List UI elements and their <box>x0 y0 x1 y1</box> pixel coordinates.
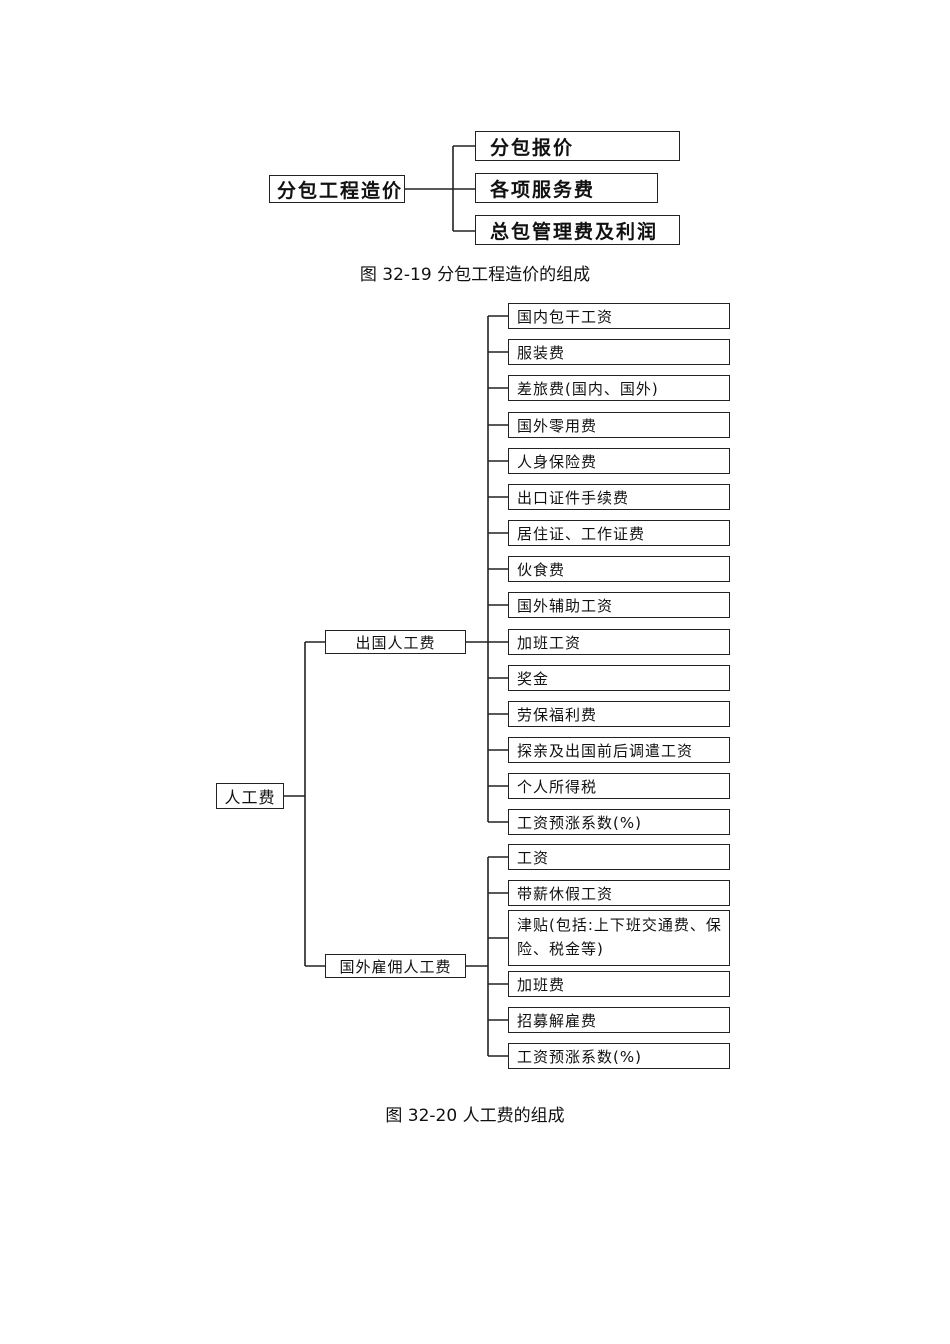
item-wage: 工资 <box>508 844 730 870</box>
item-domestic-wage: 国内包干工资 <box>508 303 730 329</box>
item-income-tax: 个人所得税 <box>508 773 730 799</box>
node-labor-cost: 人工费 <box>216 783 284 809</box>
item-welfare-fee: 劳保福利费 <box>508 701 730 727</box>
item-paid-leave-wage: 带薪休假工资 <box>508 880 730 906</box>
node-management-fee-profit: 总包管理费及利润 <box>475 215 680 245</box>
item-travel-fee: 差旅费(国内、国外) <box>508 375 730 401</box>
node-subcontract-cost: 分包工程造价 <box>269 175 405 203</box>
item-overseas-aux-wage: 国外辅助工资 <box>508 592 730 618</box>
node-abroad-labor: 出国人工费 <box>325 630 466 654</box>
item-allowance: 津贴(包括:上下班交通费、保险、税金等) <box>508 910 730 966</box>
item-overseas-allowance: 国外零用费 <box>508 412 730 438</box>
node-service-fees: 各项服务费 <box>475 173 658 203</box>
node-subcontract-quote: 分包报价 <box>475 131 680 161</box>
item-overtime-fee: 加班费 <box>508 971 730 997</box>
item-meal-fee: 伙食费 <box>508 556 730 582</box>
node-foreign-hire-labor: 国外雇佣人工费 <box>325 954 466 978</box>
item-home-leave-wage: 探亲及出国前后调遣工资 <box>508 737 730 763</box>
caption-fig-32-19: 图 32-19 分包工程造价的组成 <box>359 265 591 285</box>
item-overtime-wage: 加班工资 <box>508 629 730 655</box>
item-wage-escalation-2: 工资预涨系数(%) <box>508 1043 730 1069</box>
caption-fig-32-20: 图 32-20 人工费的组成 <box>385 1106 565 1126</box>
item-hire-dismiss-fee: 招募解雇费 <box>508 1007 730 1033</box>
item-bonus: 奖金 <box>508 665 730 691</box>
item-wage-escalation-1: 工资预涨系数(%) <box>508 809 730 835</box>
item-residence-permit-fee: 居住证、工作证费 <box>508 520 730 546</box>
item-exit-document-fee: 出口证件手续费 <box>508 484 730 510</box>
item-personal-insurance: 人身保险费 <box>508 448 730 474</box>
item-clothing-fee: 服装费 <box>508 339 730 365</box>
